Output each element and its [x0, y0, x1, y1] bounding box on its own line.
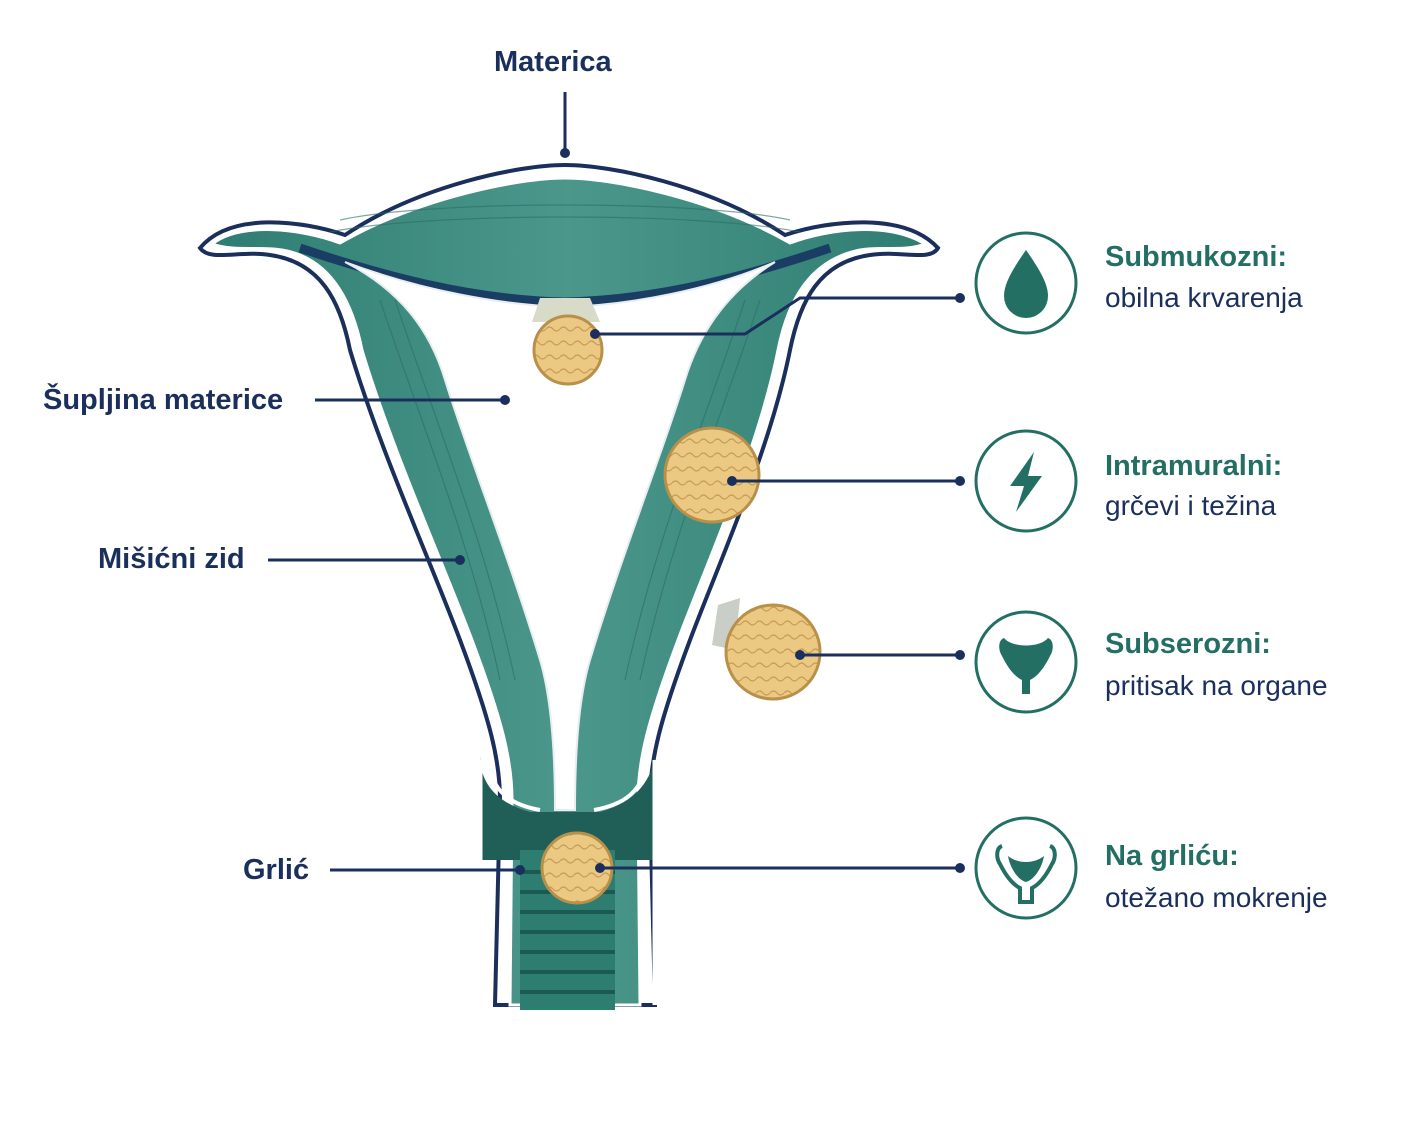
bladder-outline-icon — [974, 816, 1078, 920]
label-cavity: Šupljina materice — [43, 384, 284, 416]
uterus-body — [197, 162, 941, 1010]
leader-dots — [455, 148, 965, 875]
label-muscle-wall: Mišićni zid — [98, 543, 245, 575]
type-subserosal-desc: pritisak na organe — [1105, 670, 1328, 701]
lightning-icon — [974, 429, 1078, 533]
type-cervical-desc: otežano mokrenje — [1105, 882, 1328, 913]
fibroid-submucosal — [532, 298, 604, 386]
type-cervical-title: Na grliću: — [1105, 840, 1239, 872]
label-uterus: Materica — [494, 46, 612, 78]
type-intramural-desc: grčevi i težina — [1105, 490, 1277, 521]
type-intramural-title: Intramuralni: — [1105, 450, 1283, 482]
label-cervix: Grlić — [243, 854, 310, 886]
type-submucosal-desc: obilna krvarenja — [1105, 282, 1303, 313]
bladder-icon — [974, 610, 1078, 714]
fibroid-intramural — [663, 426, 761, 524]
type-subserosal-title: Subserozni: — [1105, 628, 1271, 660]
fibroid-subserosal — [712, 598, 822, 701]
leader-lines — [268, 92, 960, 872]
drop-icon — [974, 231, 1078, 335]
type-submucosal-title: Submukozni: — [1105, 241, 1288, 273]
